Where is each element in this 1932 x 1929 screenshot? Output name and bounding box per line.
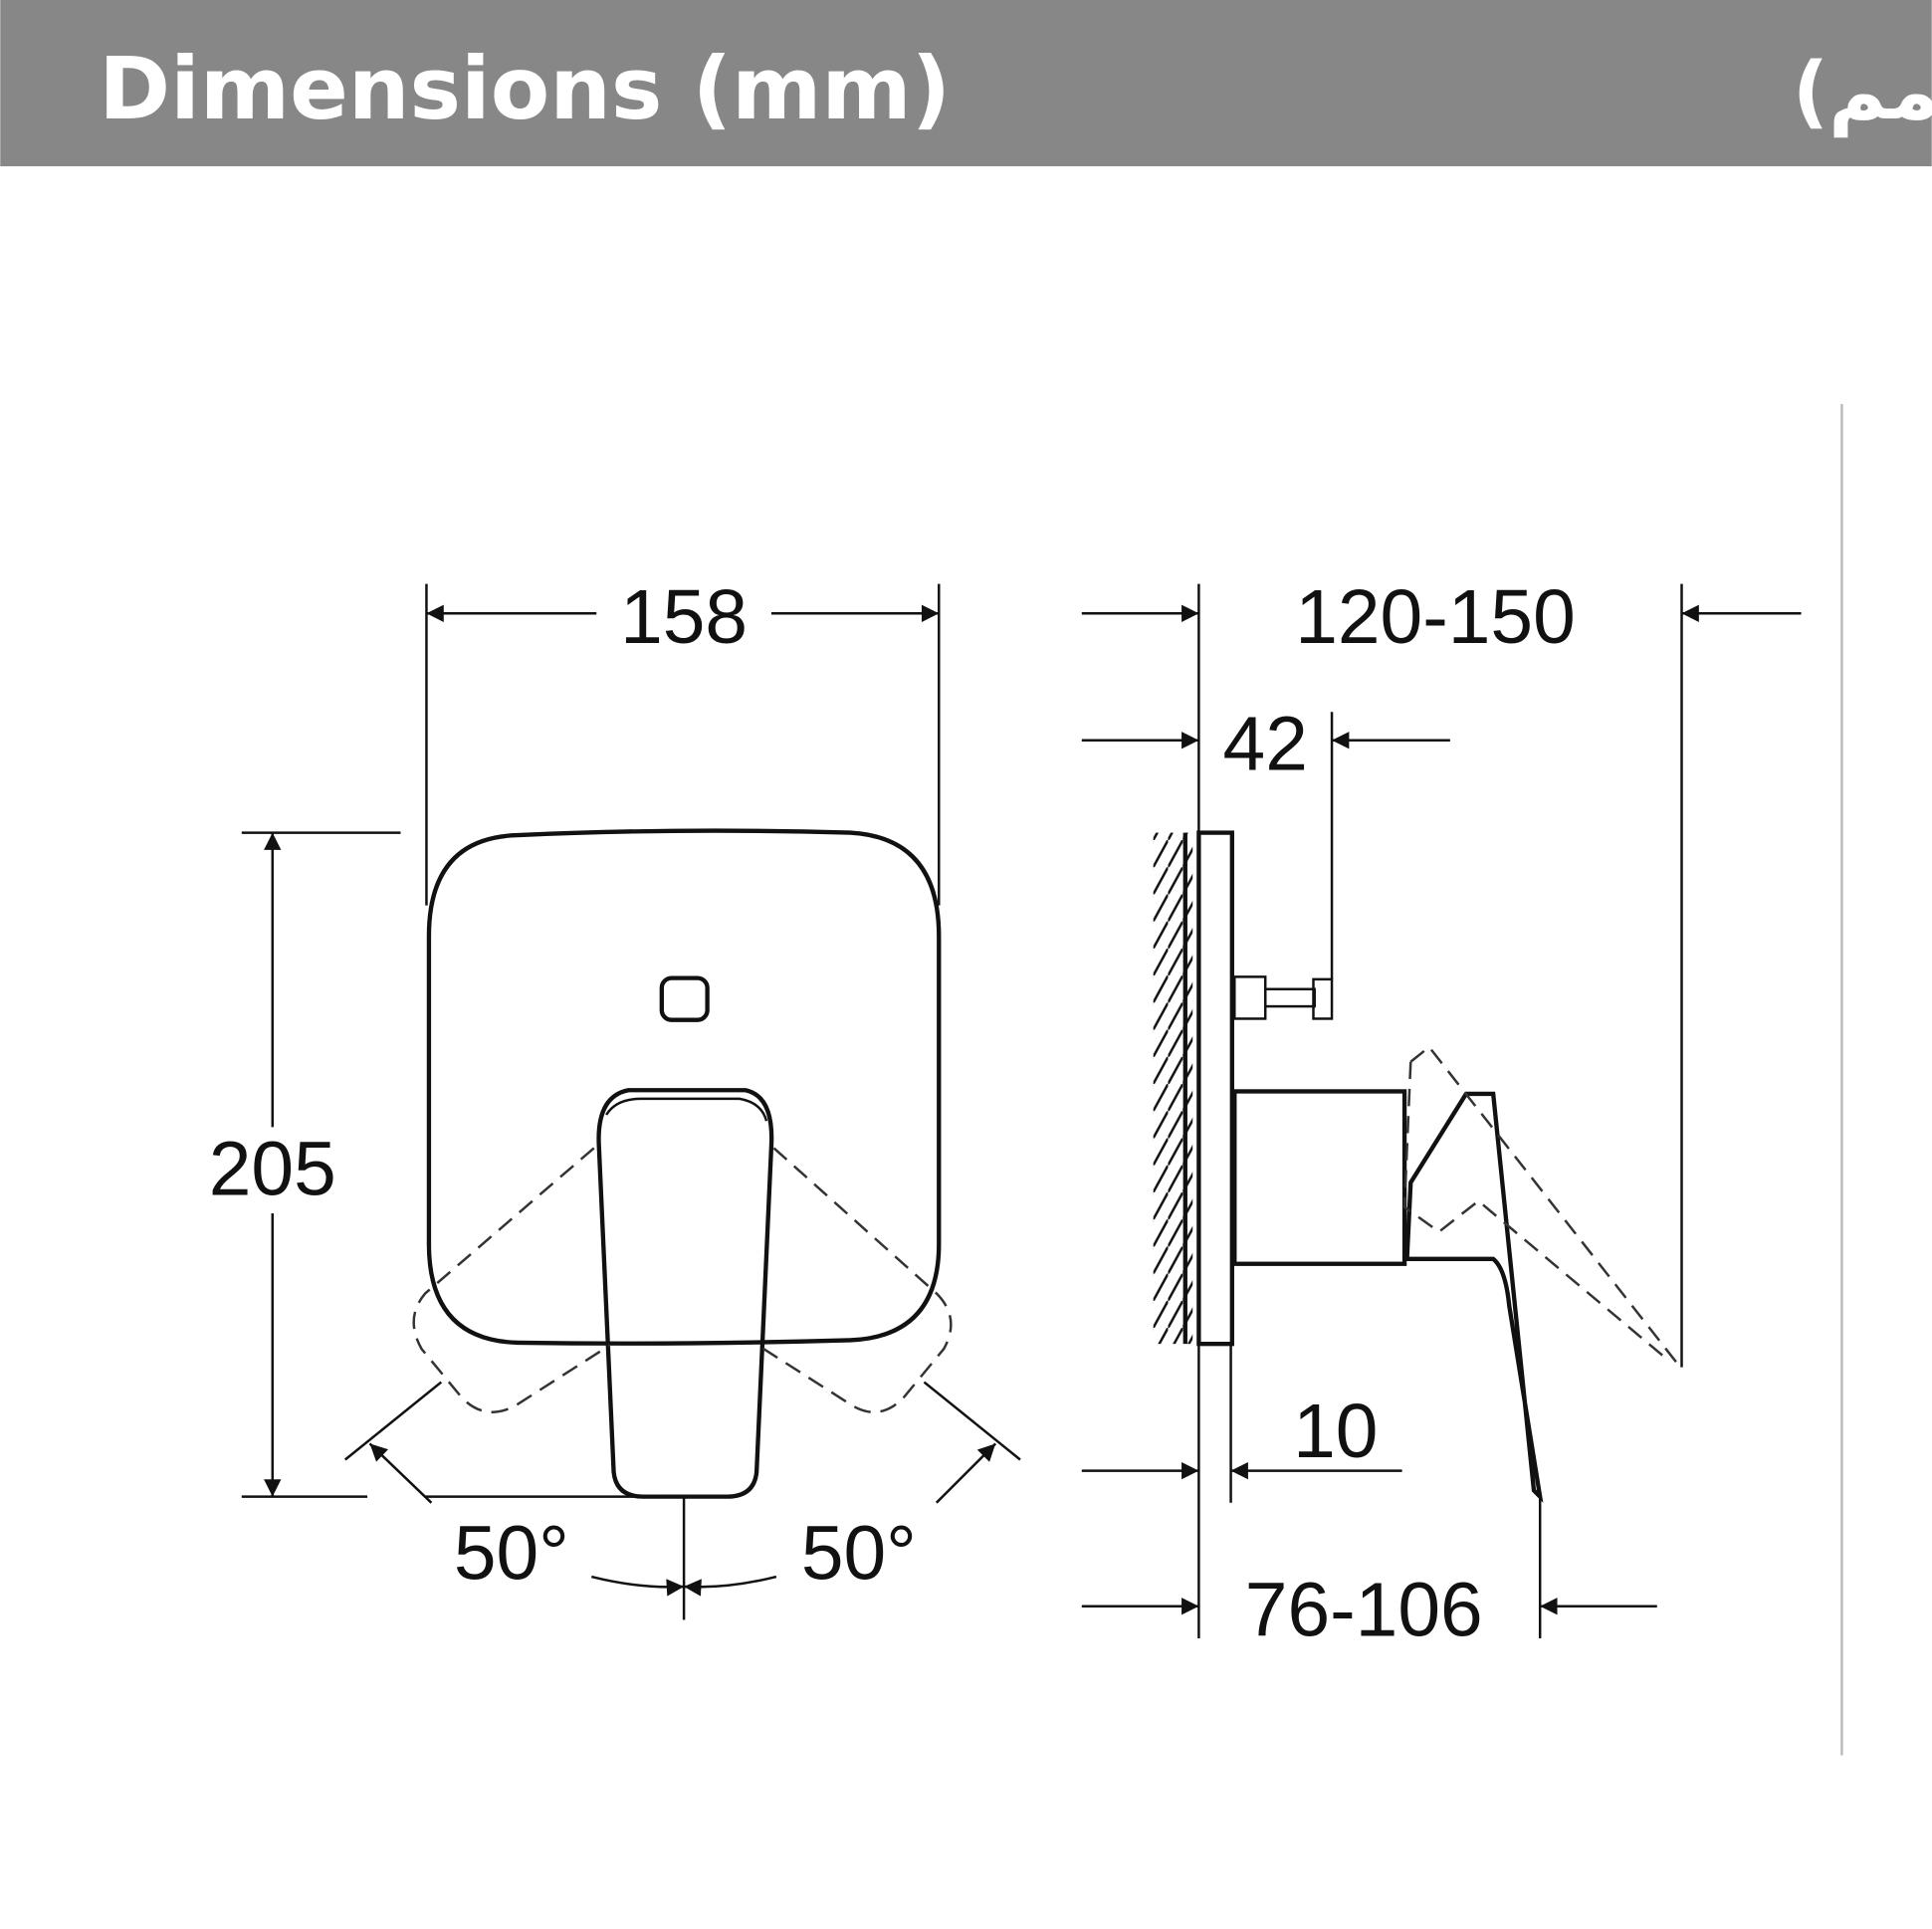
header-bar: Dimensions (mm) قياسات (مم) bbox=[0, 0, 1932, 167]
side-view: 120-150 42 10 76-106 bbox=[1081, 575, 1802, 1652]
front-view: 158 205 50° 50° bbox=[209, 575, 1021, 1620]
cover-plate bbox=[426, 828, 942, 1346]
plate-thickness-label: 10 bbox=[1293, 1390, 1378, 1474]
left-rotation-angle-label: 50° bbox=[454, 1512, 569, 1597]
cover-plate-side bbox=[1196, 830, 1234, 1347]
diverter-button bbox=[659, 975, 710, 1022]
header-title-arabic: قياسات (مم) bbox=[1793, 45, 1932, 138]
handle-depth-label: 76-106 bbox=[1245, 1568, 1483, 1652]
total-depth-label: 120-150 bbox=[1295, 575, 1576, 660]
width-dimension-label: 158 bbox=[620, 575, 748, 660]
header-title-english: Dimensions (mm) bbox=[99, 40, 951, 139]
height-dimension-label: 205 bbox=[209, 1127, 336, 1211]
mixer-body-side bbox=[1232, 1089, 1407, 1266]
cartridge-depth-label: 42 bbox=[1223, 702, 1308, 786]
lever-handle-side bbox=[1404, 1091, 1544, 1503]
lever-handle bbox=[596, 1088, 774, 1499]
header-background bbox=[0, 0, 1932, 167]
right-rotation-angle-label: 50° bbox=[801, 1512, 917, 1597]
